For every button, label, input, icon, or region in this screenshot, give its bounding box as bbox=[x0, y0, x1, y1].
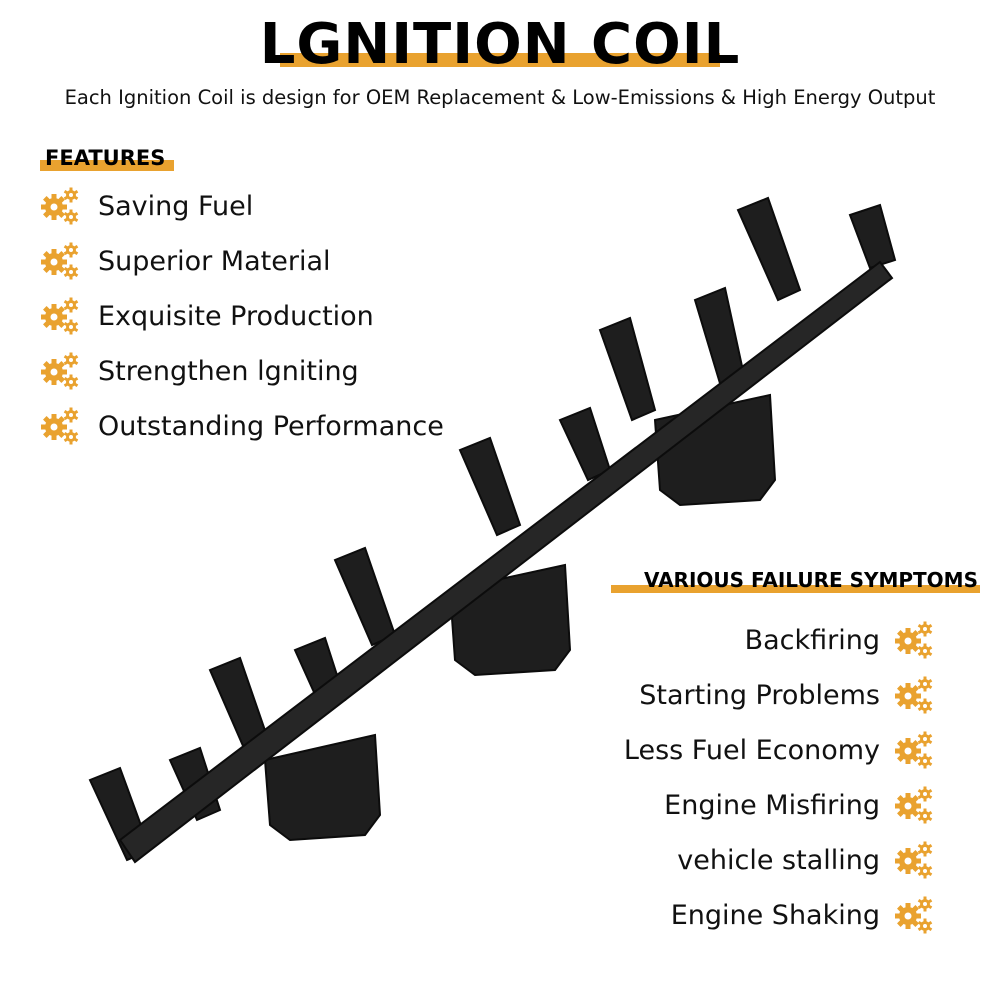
symptom-item: Starting Problems bbox=[639, 675, 934, 715]
feature-item: Outstanding Performance bbox=[40, 406, 444, 446]
gears-icon bbox=[895, 786, 933, 824]
symptom-label: Starting Problems bbox=[639, 679, 880, 711]
gears-icon bbox=[41, 407, 79, 445]
symptom-label: Engine Misfiring bbox=[664, 789, 880, 821]
symptom-label: vehicle stalling bbox=[677, 844, 880, 876]
connector bbox=[848, 203, 897, 270]
symptom-item: Engine Shaking bbox=[671, 895, 934, 935]
gears-icon bbox=[895, 731, 933, 769]
gears-icon bbox=[895, 621, 933, 659]
gears-icon bbox=[41, 187, 79, 225]
gears-icon bbox=[895, 676, 933, 714]
symptom-label: Engine Shaking bbox=[670, 899, 880, 931]
gears-icon bbox=[895, 841, 933, 879]
feature-label: Outstanding Performance bbox=[98, 410, 444, 442]
feature-label: Exquisite Production bbox=[98, 300, 374, 332]
feature-label: Superior Material bbox=[98, 245, 331, 277]
coil-block bbox=[263, 733, 382, 842]
subtitle: Each Ignition Coil is design for OEM Rep… bbox=[64, 86, 936, 109]
coil-rail bbox=[118, 260, 894, 864]
features-underline bbox=[40, 160, 174, 171]
symptom-label: Less Fuel Economy bbox=[623, 734, 880, 766]
title-underline bbox=[280, 53, 720, 67]
coil-towers bbox=[88, 196, 802, 862]
symptom-item: Less Fuel Economy bbox=[624, 730, 934, 770]
symptoms-heading: VARIOUS FAILURE SYMPTOMS bbox=[643, 568, 978, 592]
gears-icon bbox=[895, 896, 933, 934]
feature-label: Strengthen lgniting bbox=[98, 355, 359, 387]
symptom-item: vehicle stalling bbox=[677, 840, 934, 880]
symptom-item: Backfiring bbox=[745, 620, 934, 660]
symptom-item: Engine Misfiring bbox=[664, 785, 934, 825]
feature-item: Exquisite Production bbox=[40, 296, 374, 336]
gears-icon bbox=[41, 352, 79, 390]
feature-item: Superior Material bbox=[40, 241, 331, 281]
gears-icon bbox=[41, 242, 79, 280]
feature-item: Saving Fuel bbox=[40, 186, 253, 226]
feature-label: Saving Fuel bbox=[98, 190, 254, 222]
gears-icon bbox=[41, 297, 79, 335]
symptoms-underline bbox=[611, 585, 980, 593]
feature-item: Strengthen lgniting bbox=[40, 351, 359, 391]
page-title: LGNITION COIL bbox=[259, 12, 741, 77]
symptom-label: Backfiring bbox=[744, 624, 880, 656]
features-heading: FEATURES bbox=[45, 146, 166, 170]
